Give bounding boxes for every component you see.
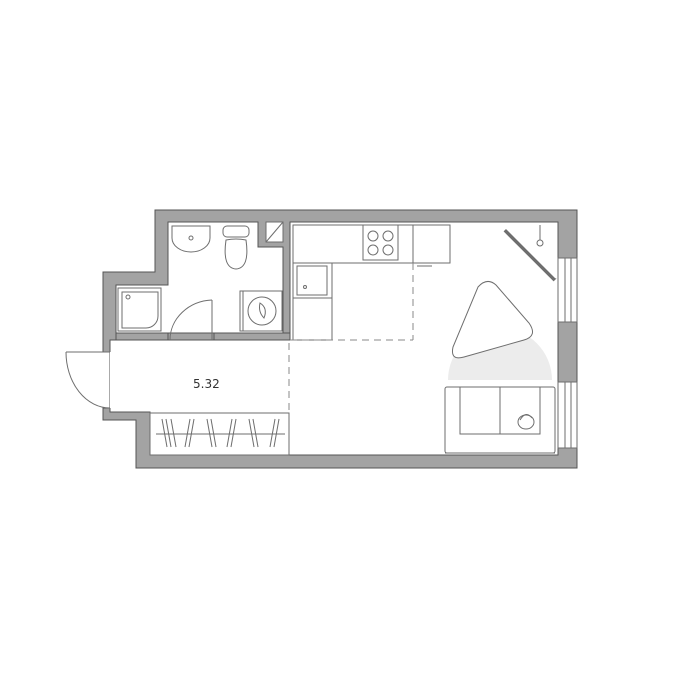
fridge [412, 224, 451, 267]
toilet [222, 225, 250, 270]
zone-divider [288, 263, 414, 455]
partition-wall [213, 332, 291, 341]
window [557, 257, 578, 323]
room-area-label: 5.32 [193, 377, 220, 391]
entrance-door [65, 351, 111, 409]
washing-machine [239, 290, 283, 332]
wardrobe [149, 412, 290, 456]
tv-bracket [503, 225, 557, 282]
shower-tray [117, 287, 162, 332]
window [557, 381, 578, 449]
table [452, 281, 534, 359]
partition-wall [115, 332, 169, 341]
sofa [444, 386, 556, 454]
bathroom-door [169, 299, 213, 341]
cooktop [362, 224, 399, 261]
washbasin [171, 225, 211, 253]
door-gap [110, 352, 118, 408]
